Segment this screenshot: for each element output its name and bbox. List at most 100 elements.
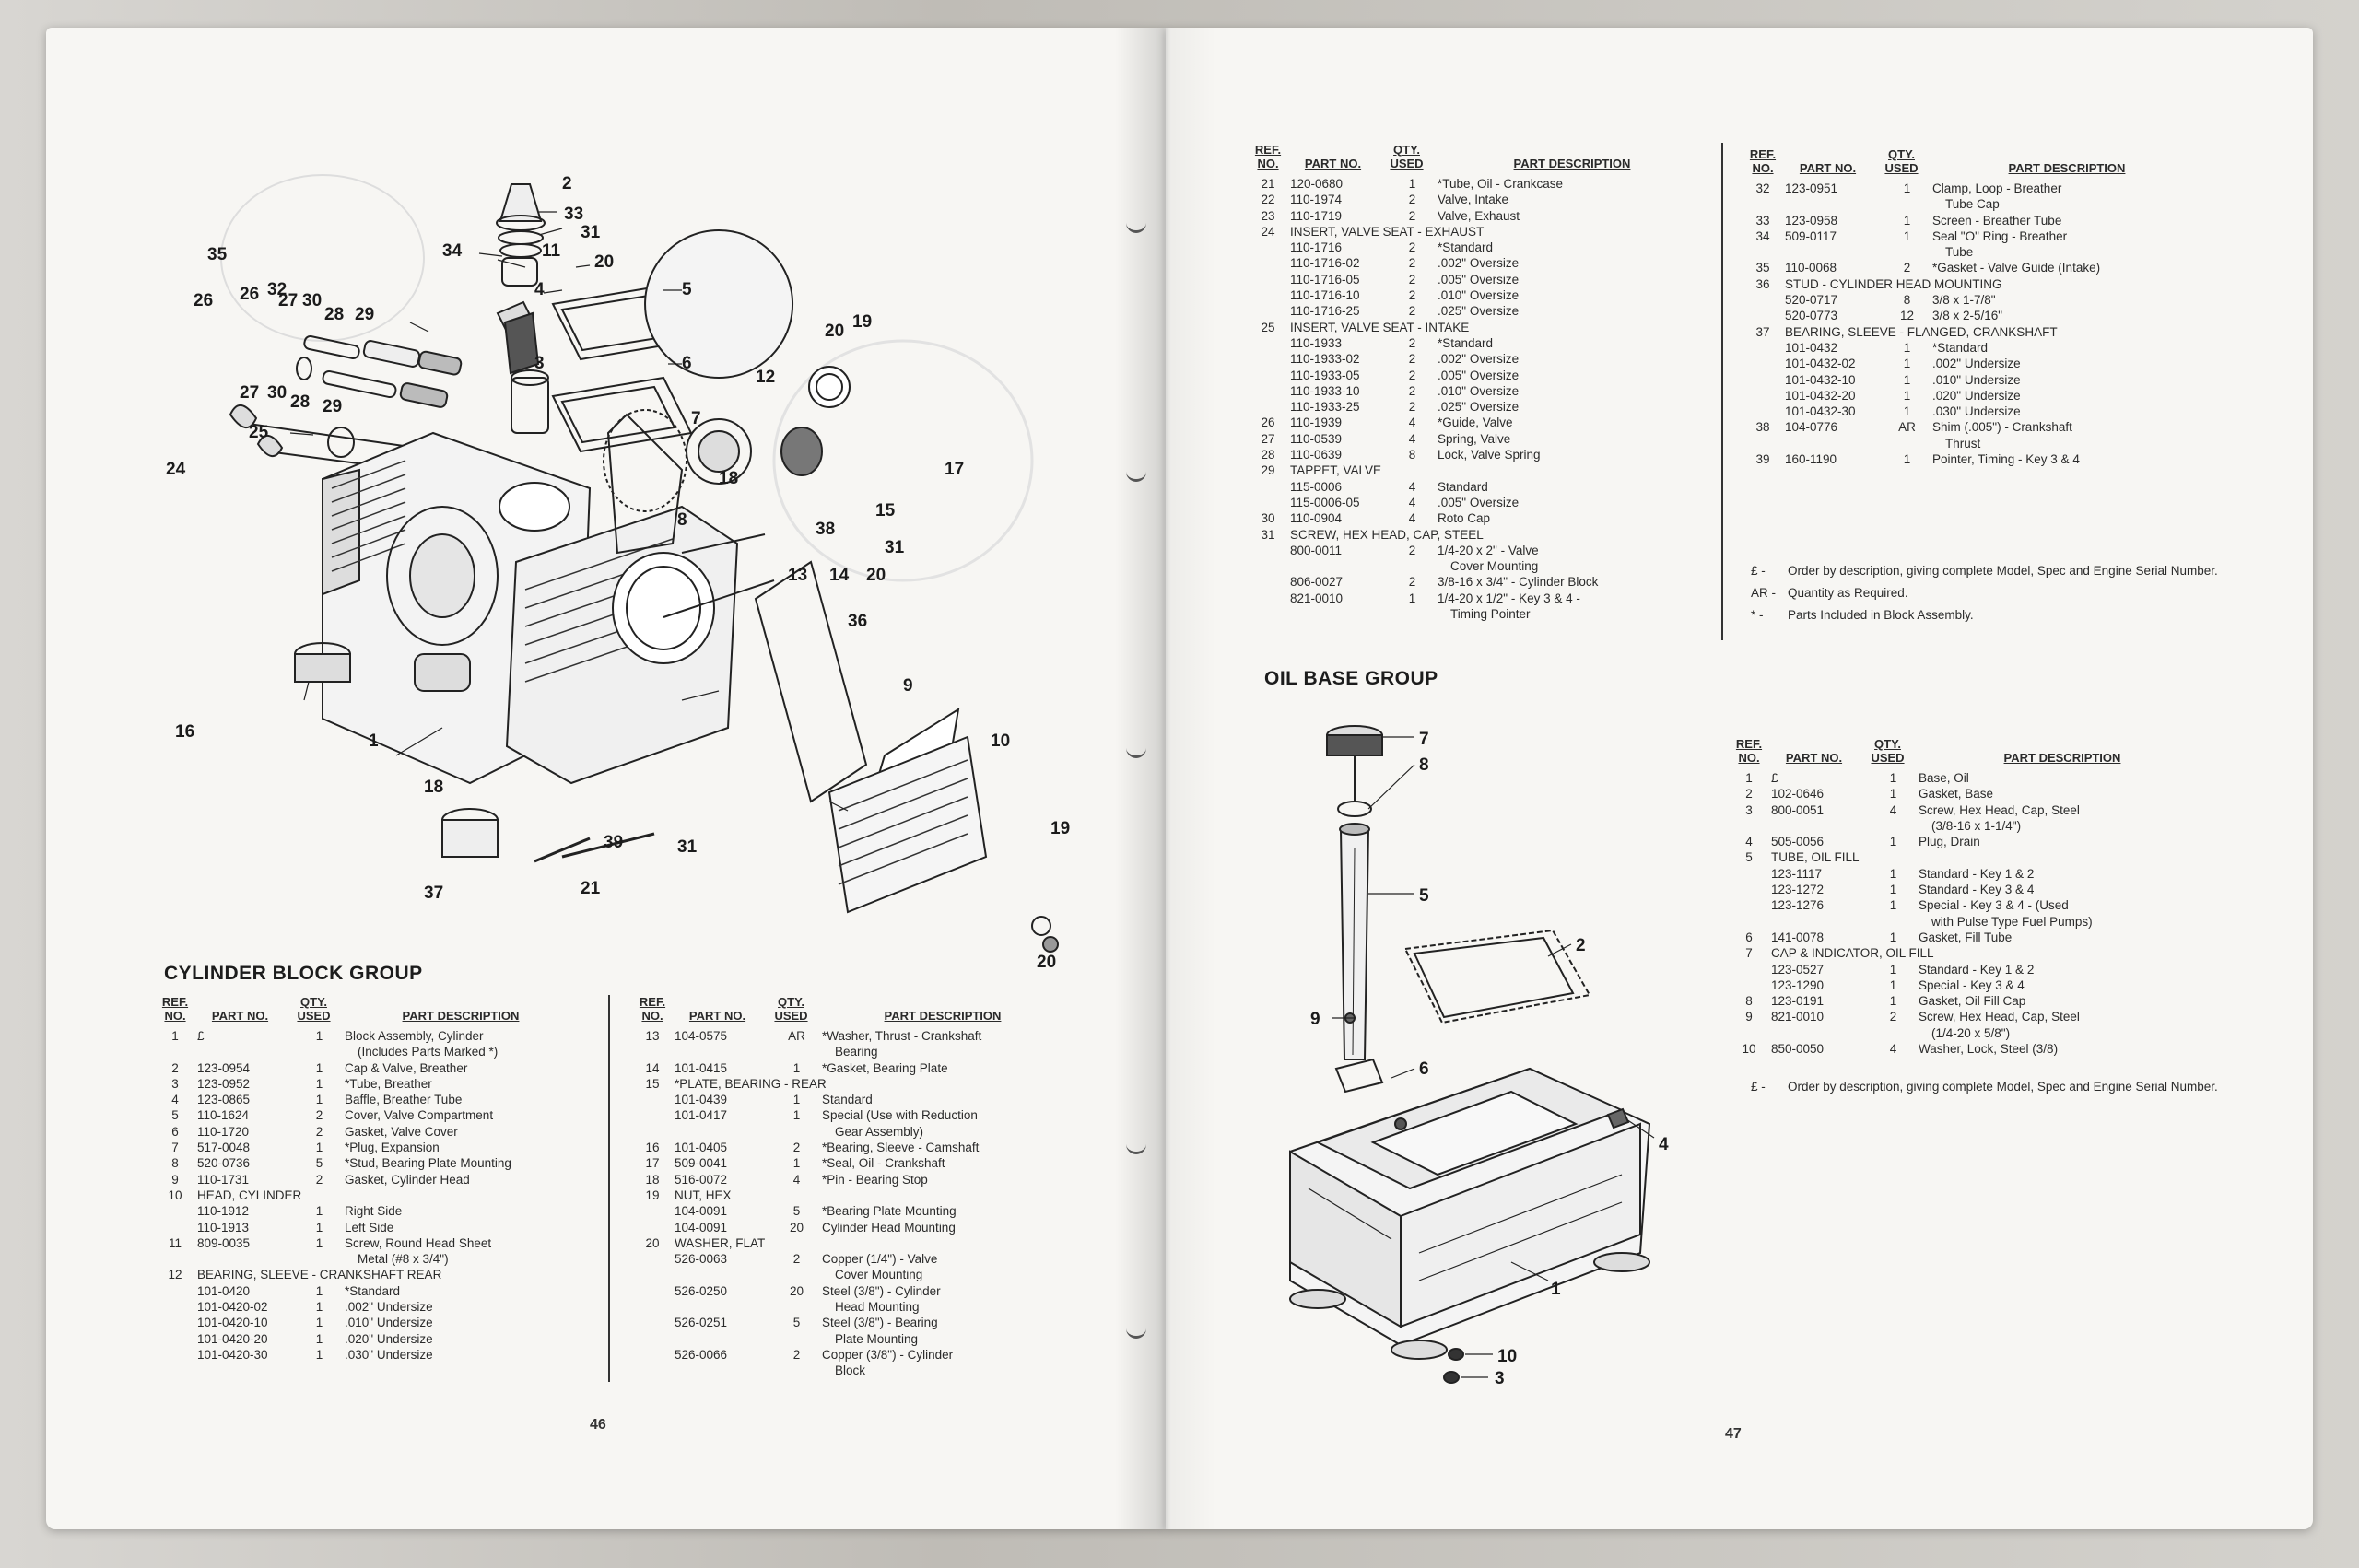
cell-desc: Standard xyxy=(822,1093,873,1107)
cell-ref: 37 xyxy=(1755,324,1770,339)
binding-mark xyxy=(1126,1142,1146,1154)
cell-desc: Gasket, Valve Cover xyxy=(345,1124,458,1139)
header-part: PART NO. xyxy=(688,1009,746,1023)
note-item: AR -Quantity as Required. xyxy=(1751,582,2230,604)
cell-part: CAP & INDICATOR, OIL FILL xyxy=(1771,946,1934,961)
cell-desc: Left Side xyxy=(345,1220,394,1235)
cell-qty: 1 xyxy=(1889,898,1897,913)
cell-qty: 1 xyxy=(1903,181,1911,195)
binding-mark xyxy=(1126,746,1146,758)
cell-qty: 2 xyxy=(1408,383,1416,398)
cell-desc: with Pulse Type Fuel Pumps) xyxy=(1931,914,2093,929)
cell-part: 123-0527 xyxy=(1771,962,1825,977)
cell-desc: Copper (1/4") - Valve xyxy=(822,1252,938,1267)
cell-part: 123-0952 xyxy=(197,1076,251,1091)
cell-desc: 3/8-16 x 3/4" - Cylinder Block xyxy=(1438,575,1599,590)
cell-qty: 1 xyxy=(1903,340,1911,355)
cell-part: 110-1716-05 xyxy=(1290,272,1360,287)
cell-qty: 4 xyxy=(1408,415,1416,430)
cell-qty: 1 xyxy=(315,1204,323,1219)
svg-text:37: 37 xyxy=(424,883,443,903)
cell-desc: .005" Oversize xyxy=(1438,495,1520,509)
cell-qty: 2 xyxy=(1408,368,1416,382)
cell-part: 110-1624 xyxy=(197,1108,250,1123)
cell-ref: 4 xyxy=(1745,835,1753,849)
svg-text:2: 2 xyxy=(562,174,572,193)
cell-qty: AR xyxy=(1898,420,1916,435)
cell-qty: 20 xyxy=(789,1283,804,1298)
cell-ref: 12 xyxy=(168,1268,182,1282)
cell-desc: Copper (3/8") - Cylinder xyxy=(822,1347,954,1362)
section-title-oil-base: OIL BASE GROUP xyxy=(1264,668,1438,689)
cell-ref: 22 xyxy=(1261,193,1275,207)
cell-desc: Baffle, Breather Tube xyxy=(345,1093,463,1107)
svg-text:30: 30 xyxy=(302,291,322,310)
cell-part: 123-0958 xyxy=(1785,213,1838,228)
cell-desc: Bearing xyxy=(835,1045,878,1059)
cell-desc: (3/8-16 x 1-1/4") xyxy=(1931,818,2022,833)
cell-part: 110-1933-02 xyxy=(1290,352,1360,367)
table-row: 29 TAPPET, VALVE xyxy=(1251,462,1712,478)
cell-qty: 1 xyxy=(1889,962,1897,977)
cell-ref: 25 xyxy=(1261,320,1275,334)
cell-desc: .002" Undersize xyxy=(345,1300,433,1315)
cell-part: 526-0251 xyxy=(675,1316,728,1330)
cell-desc: Screw, Hex Head, Cap, Steel xyxy=(1919,802,2080,817)
cell-part: 526-0250 xyxy=(675,1283,728,1298)
cell-part: TAPPET, VALVE xyxy=(1290,463,1382,478)
cell-desc: .025" Oversize xyxy=(1438,400,1520,415)
svg-text:3: 3 xyxy=(534,354,545,373)
cell-part: 123-0954 xyxy=(197,1060,251,1075)
svg-text:6: 6 xyxy=(1419,1059,1429,1079)
header-desc: PART DESCRIPTION xyxy=(1513,157,1631,170)
cell-ref: 7 xyxy=(171,1141,179,1155)
cell-part: 110-1913 xyxy=(197,1220,250,1235)
cell-ref: 35 xyxy=(1755,261,1770,275)
cell-ref: 9 xyxy=(171,1172,179,1187)
cell-part: SCREW, HEX HEAD, CAP, STEEL xyxy=(1290,527,1484,542)
cell-ref: 19 xyxy=(645,1188,660,1202)
cell-ref: 39 xyxy=(1755,452,1770,467)
table-row: Cover Mounting xyxy=(636,1267,1069,1282)
svg-text:29: 29 xyxy=(323,397,342,416)
cell-qty: 1 xyxy=(1889,930,1897,944)
cell-part: 101-0420-20 xyxy=(197,1331,268,1346)
cell-part: 123-1290 xyxy=(1771,977,1825,992)
cell-qty: 4 xyxy=(1408,495,1416,509)
cell-part: 110-0904 xyxy=(1290,511,1343,526)
cell-desc: Seal "O" Ring - Breather xyxy=(1932,228,2068,243)
header-ref: REF. NO. xyxy=(1735,737,1763,765)
cell-desc: Special - Key 3 & 4 xyxy=(1919,977,2025,992)
header-qty: QTY. USED xyxy=(1390,143,1424,170)
header-desc: PART DESCRIPTION xyxy=(2008,161,2126,175)
cell-ref: 8 xyxy=(171,1156,179,1171)
cell-part: 800-0011 xyxy=(1290,543,1343,557)
table-row: with Pulse Type Fuel Pumps) xyxy=(1732,914,2212,930)
cell-desc: Gasket, Base xyxy=(1919,787,1994,802)
svg-text:18: 18 xyxy=(424,778,443,797)
cell-part: 520-0736 xyxy=(197,1156,251,1171)
cell-part: 123-0191 xyxy=(1771,994,1825,1009)
cell-qty: 2 xyxy=(1408,400,1416,415)
cell-ref: 17 xyxy=(645,1156,660,1171)
table-row: Thrust xyxy=(1746,436,2207,451)
cell-ref: 29 xyxy=(1261,463,1275,478)
cell-qty: 1 xyxy=(792,1093,801,1107)
cell-qty: 2 xyxy=(1889,1010,1897,1024)
cell-desc: Block Assembly, Cylinder xyxy=(345,1029,484,1043)
cell-desc: (Includes Parts Marked *) xyxy=(358,1045,499,1059)
cell-desc: *Standard xyxy=(345,1283,401,1298)
table-header: REF. NO. PART NO. QTY. USED PART DESCRIP… xyxy=(636,995,1069,1023)
cell-desc: Timing Pointer xyxy=(1450,607,1531,622)
